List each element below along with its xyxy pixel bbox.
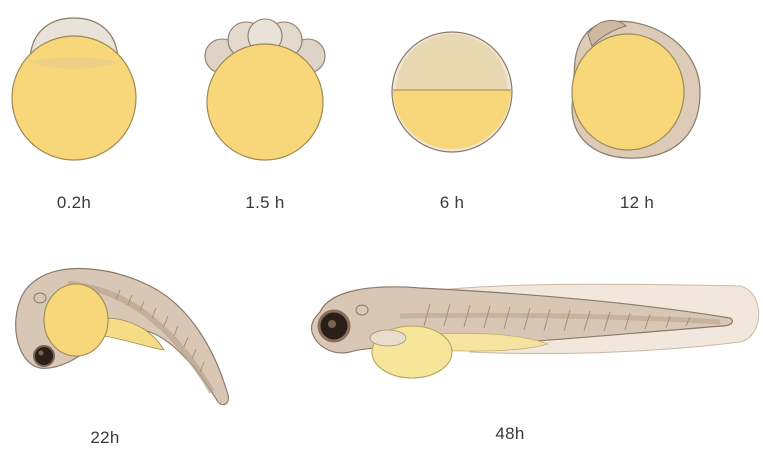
embryo-0-2h [12, 18, 136, 160]
eye [34, 346, 54, 366]
yolk-cell [12, 36, 136, 160]
embryo-1-5h [205, 19, 325, 160]
pectoral-fin [370, 330, 406, 346]
yolk-cell [393, 90, 511, 149]
yolk-cell [44, 284, 108, 356]
embryo-12h [572, 20, 700, 158]
larva-48h [311, 284, 758, 378]
stage-label-12h: 12 h [592, 193, 682, 213]
embryo-22h [16, 269, 229, 405]
stage-label-6h: 6 h [407, 193, 497, 213]
blastoderm-cap [396, 34, 508, 90]
stage-label-48h: 48h [465, 424, 555, 444]
stage-label-22h: 22h [60, 428, 150, 448]
yolk-cell [572, 34, 684, 150]
eye-highlight [39, 351, 44, 356]
stage-label-0-2h: 0.2h [29, 193, 119, 213]
yolk-cell [207, 44, 323, 160]
eye-highlight [328, 320, 336, 328]
embryo-6h [392, 32, 512, 152]
stage-label-1-5h: 1.5 h [220, 193, 310, 213]
